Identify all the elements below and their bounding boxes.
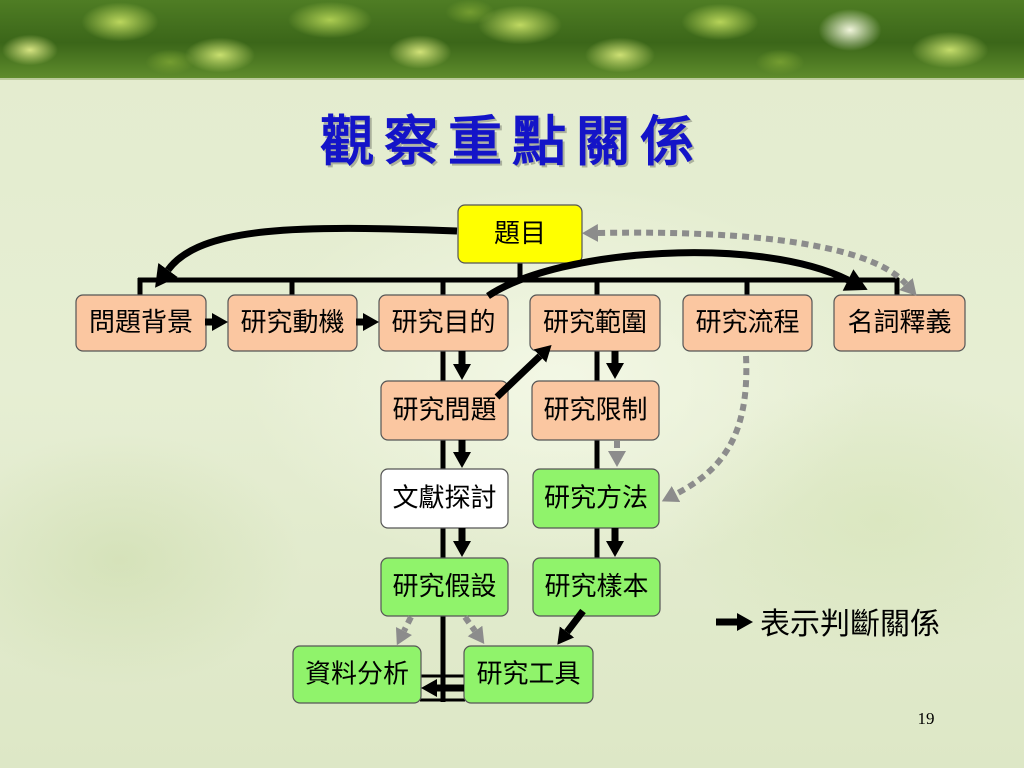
node-method: 研究方法 [532, 468, 660, 529]
arrow-sample-to-tools [557, 608, 586, 645]
node-box [532, 468, 660, 529]
node-box [532, 557, 661, 617]
node-purpose: 研究目的 [378, 294, 509, 352]
node-literature: 文獻探討 [380, 468, 509, 529]
node-topic: 題目 [457, 204, 583, 264]
leaf-banner [0, 0, 1024, 80]
legend-label: 表示判斷關係 [760, 607, 940, 642]
node-terms: 名詞釋義 [833, 294, 966, 352]
dotted-arrows [395, 224, 917, 646]
node-sample: 研究樣本 [532, 557, 661, 617]
node-box [292, 645, 422, 704]
dotted-arrow-topic-terms [582, 224, 917, 296]
dotted-arrow-process-to-method [661, 355, 750, 502]
node-label: 文獻探討 [392, 484, 496, 514]
node-box [531, 380, 660, 441]
node-label: 資料分析 [305, 660, 409, 690]
legend: 表示判斷關係 [716, 607, 940, 642]
node-label: 研究範圍 [543, 308, 647, 338]
node-label: 研究目的 [391, 308, 495, 338]
node-label: 研究方法 [544, 484, 648, 514]
dotted-arrow-hypothesis-to-analysis [395, 615, 414, 646]
node-box [378, 294, 509, 352]
node-questions: 研究問題 [380, 380, 509, 441]
node-limitations: 研究限制 [531, 380, 660, 441]
node-label: 研究動機 [240, 308, 344, 338]
node-scope: 研究範圍 [529, 294, 661, 352]
page-number: 19 [918, 709, 935, 728]
arrow-questions-to-scope [494, 344, 552, 400]
node-box [457, 204, 583, 264]
node-label: 研究樣本 [544, 572, 648, 602]
node-box [380, 557, 509, 617]
node-analysis: 資料分析 [292, 645, 422, 704]
node-motivation: 研究動機 [227, 294, 358, 352]
arrow-topic-to-background [155, 224, 458, 288]
node-box [380, 468, 509, 529]
node-label: 研究工具 [476, 660, 580, 690]
node-box [463, 645, 594, 704]
node-label: 題目 [494, 219, 546, 249]
node-hypothesis: 研究假設 [380, 557, 509, 617]
node-label: 研究假設 [392, 572, 496, 602]
node-tools: 研究工具 [463, 645, 594, 704]
node-process: 研究流程 [682, 294, 813, 352]
node-box [380, 380, 509, 441]
slide-title: 觀察重點關係 [320, 109, 704, 173]
node-background: 問題背景 [75, 294, 207, 352]
dotted-arrow-hypothesis-to-tools [462, 615, 485, 645]
node-label: 問題背景 [89, 308, 193, 338]
node-label: 研究流程 [695, 308, 799, 338]
node-label: 研究問題 [392, 396, 496, 426]
node-label: 研究限制 [543, 396, 647, 426]
node-label: 名詞釋義 [847, 308, 951, 338]
